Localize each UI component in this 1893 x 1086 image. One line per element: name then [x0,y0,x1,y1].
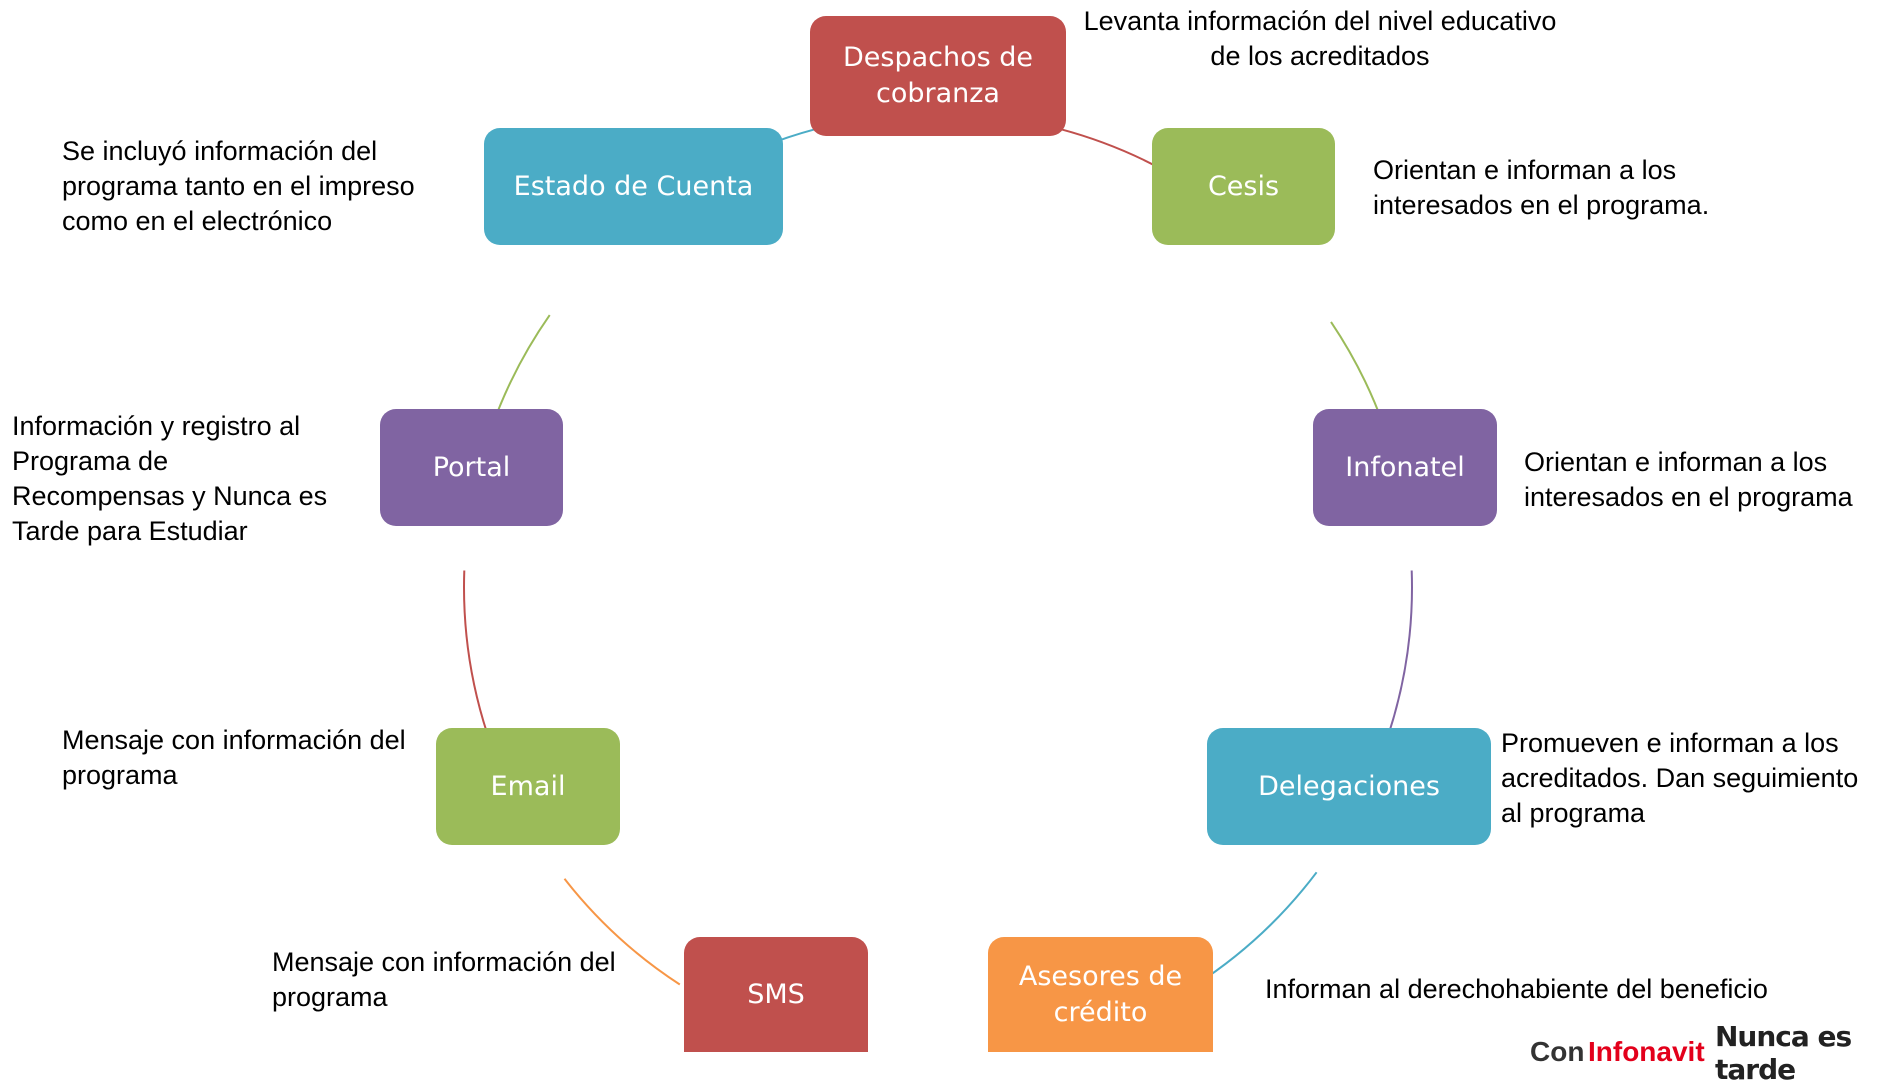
node-cesis-label: Cesis [1207,170,1280,202]
node-infonatel: Infonatel [1313,409,1497,526]
note-delegaciones: Promueven e informan a los acreditados. … [1501,728,1859,828]
note-sms: Mensaje con información del programa [272,947,616,1012]
node-cesis: Cesis [1152,128,1335,245]
node-asesores: Asesores de crédito [988,937,1213,1052]
connector-arc-7 [463,570,489,734]
connector-arc-6 [563,878,681,986]
note-email: Mensaje con información del programa [62,725,406,790]
logo-prefix: Con [1530,1036,1585,1067]
node-portal-label: Portal [432,451,511,483]
node-delegaciones-label: Delegaciones [1258,770,1440,802]
node-portal: Portal [380,409,563,526]
note-cesis: Orientan e informan a los interesados en… [1373,155,1710,220]
connector-arc-4 [1195,871,1318,986]
node-estado-label: Estado de Cuenta [513,170,754,202]
logo-brand: Infonavit [1588,1036,1705,1067]
node-infonatel-label: Infonatel [1345,451,1465,483]
node-delegaciones: Delegaciones [1207,728,1491,845]
node-despachos-label: Despachos de cobranza [842,42,1034,109]
logo-tagline: Nunca es tarde [1715,1020,1852,1086]
node-asesores-label: Asesores de crédito [1018,960,1183,1028]
infonavit-logo: Con Infonavit Nunca es tarde [1530,1020,1893,1086]
note-estado: Se incluyó información del programa tant… [62,136,415,236]
note-portal: Información y registro al Programa de Re… [12,411,328,546]
node-email-label: Email [490,770,566,802]
note-infonatel: Orientan e informan a los interesados en… [1524,447,1853,512]
note-asesores: Informan al derechohabiente del benefici… [1265,974,1768,1004]
connector-arc-3 [1387,570,1413,734]
cycle-diagram: Despachos de cobranza Cesis Infonatel De… [12,6,1893,1086]
node-estado-de-cuenta: Estado de Cuenta [484,128,783,245]
note-despachos: Levanta información del nivel educativo … [1083,6,1557,71]
node-despachos: Despachos de cobranza [810,16,1066,136]
node-sms-label: SMS [747,978,805,1010]
node-sms: SMS [684,937,868,1052]
node-email: Email [436,728,620,845]
